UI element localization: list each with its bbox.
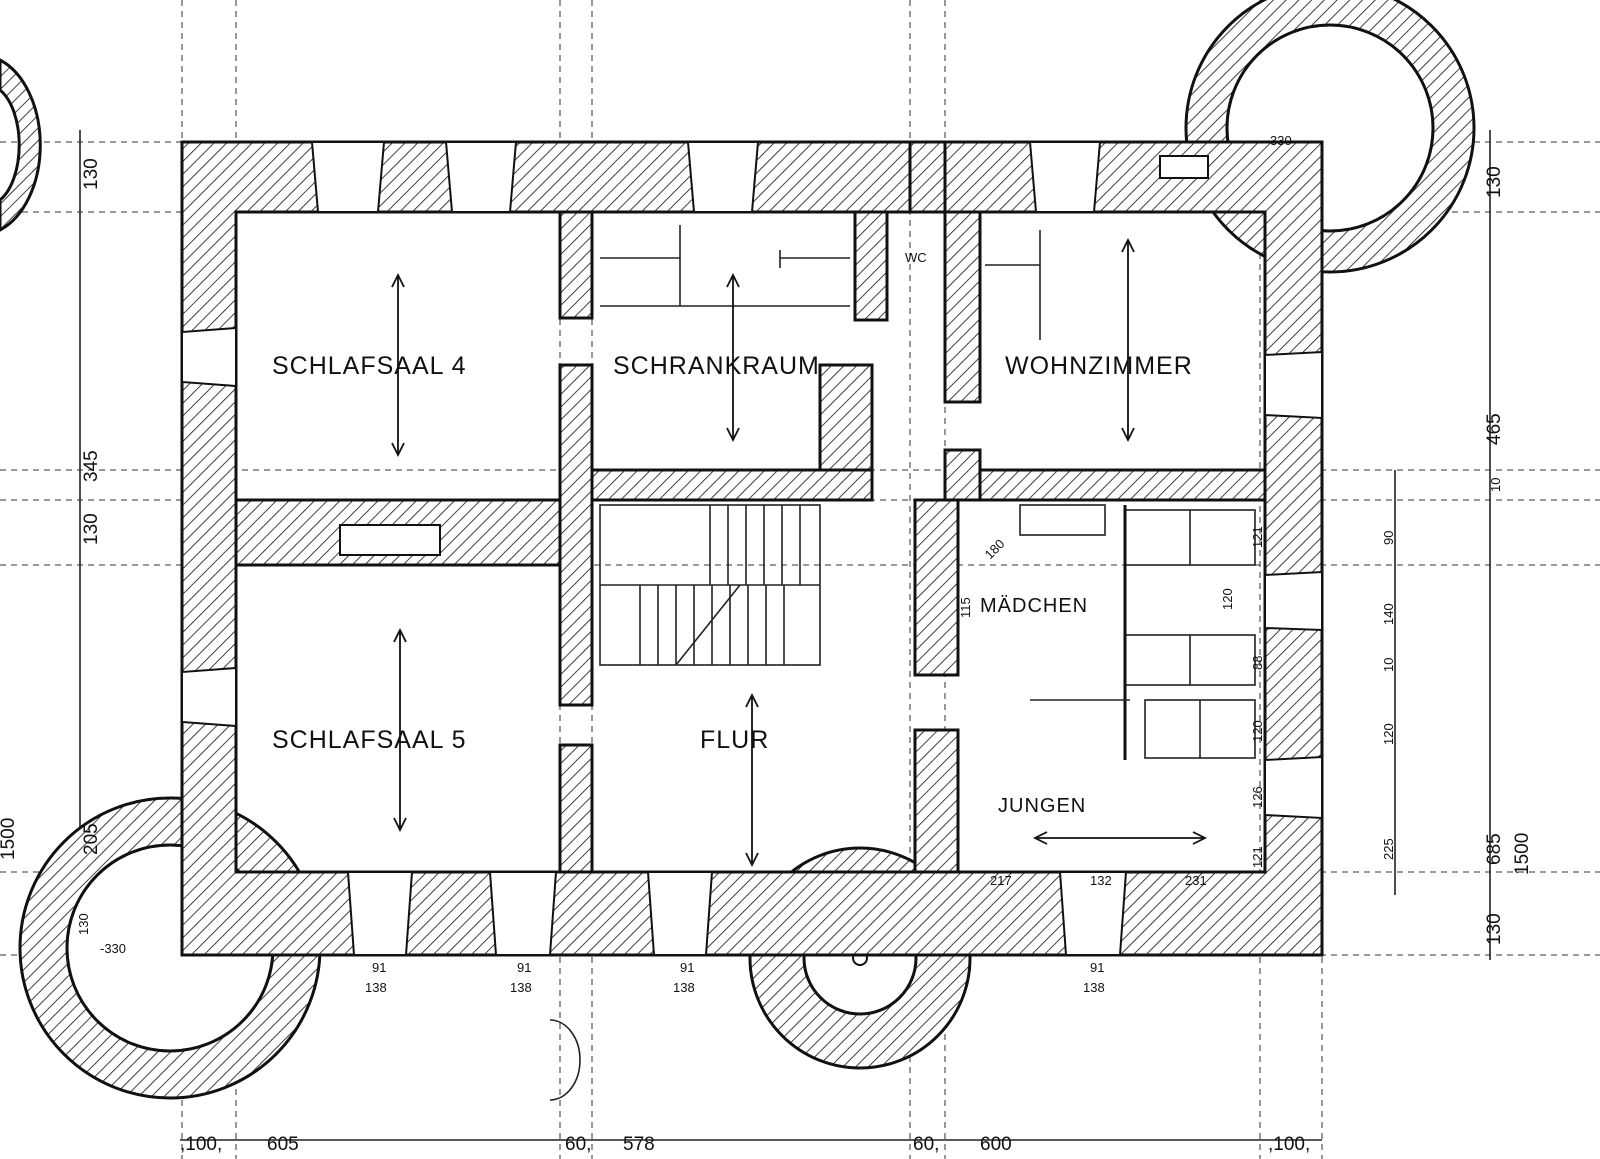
dim-right-6: 130 <box>1484 913 1505 945</box>
dim-bottom-5: 60, <box>913 1134 939 1155</box>
cabin-dim-9: 217 <box>990 873 1012 888</box>
window-dim-bottom-3: 138 <box>673 980 695 995</box>
cabin-dim-8: 115 <box>958 597 973 618</box>
room-label-wc: WC <box>905 250 927 265</box>
door-swing-mark <box>549 1019 581 1101</box>
dim-left-1: 130 <box>81 158 102 190</box>
dim-right-4: 685 <box>1484 833 1505 865</box>
window-dim-bottom-4: 138 <box>1083 980 1105 995</box>
cabin-dim-4: 120 <box>1250 720 1265 742</box>
toilet-cabins <box>1019 504 1256 760</box>
dim-right-inner-3: 10 <box>1381 658 1396 672</box>
dim-right-inner-2: 140 <box>1381 603 1396 625</box>
tower-top-left-partial <box>0 58 42 232</box>
windows-bottom <box>346 871 1128 956</box>
dim-bottom-2: 605 <box>267 1134 299 1155</box>
dim-left-small-1: 205 <box>81 823 102 855</box>
window-dim-top-4: 91 <box>1090 960 1104 975</box>
cabin-dim-5: 126 <box>1250 786 1265 808</box>
dim-right-3: 10 <box>1488 478 1503 492</box>
room-label-jungen: JUNGEN <box>998 795 1086 817</box>
dim-right-1: 130 <box>1484 166 1505 198</box>
cabin-dim-7: 180 <box>982 536 1008 562</box>
dim-bottom-1: ,100, <box>180 1134 222 1155</box>
tower-dim-top: 330 <box>1270 133 1292 148</box>
window-dim-top-1: 91 <box>372 960 386 975</box>
cabin-dim-1: 121 <box>1250 526 1265 548</box>
dim-right-2: 465 <box>1484 413 1505 445</box>
dim-bottom-6: 600 <box>980 1134 1012 1155</box>
dim-bottom-7: ,100, <box>1268 1134 1310 1155</box>
room-label-maedchen: MÄDCHEN <box>980 595 1088 617</box>
room-label-schrankraum: SCHRANKRAUM <box>613 352 820 380</box>
staircase <box>599 504 821 666</box>
dim-bottom-3: 60, <box>565 1134 591 1155</box>
room-arrows <box>391 237 1208 868</box>
windows-top <box>310 141 1209 556</box>
cabin-dim-11: 231 <box>1185 873 1207 888</box>
dim-left-4: 1500 <box>0 818 19 860</box>
room-label-schlafsaal-4: SCHLAFSAAL 4 <box>272 352 466 380</box>
interior-walls <box>234 140 1267 874</box>
dim-right-5: 1500 <box>1512 833 1533 875</box>
window-dim-bottom-2: 138 <box>510 980 532 995</box>
room-label-flur: FLUR <box>700 726 769 754</box>
wardrobe-marks <box>600 225 1041 340</box>
dim-left-small-2: 130 <box>76 913 91 935</box>
dim-left-2: 345 <box>81 450 102 482</box>
window-dim-top-3: 91 <box>680 960 694 975</box>
window-dim-bottom-1: 138 <box>365 980 387 995</box>
windows-sides <box>181 326 1323 820</box>
window-dim-top-2: 91 <box>517 960 531 975</box>
cabin-dim-6: 121 <box>1250 846 1265 868</box>
dim-right-inner-1: 90 <box>1381 531 1396 545</box>
cabin-dim-3: 88 <box>1250 656 1265 670</box>
room-label-wohnzimmer: WOHNZIMMER <box>1005 352 1193 380</box>
dim-left-3: 130 <box>81 513 102 545</box>
dim-right-inner-5: 225 <box>1381 838 1396 860</box>
dim-right-inner-4: 120 <box>1381 723 1396 745</box>
dim-bottom-4: 578 <box>623 1134 655 1155</box>
tower-dim-bottom: -330 <box>100 941 126 956</box>
room-label-schlafsaal-5: SCHLAFSAAL 5 <box>272 726 466 754</box>
cabin-dim-10: 132 <box>1090 873 1112 888</box>
tower-top-right <box>1184 0 1476 274</box>
cabin-dim-2: 120 <box>1220 588 1235 610</box>
